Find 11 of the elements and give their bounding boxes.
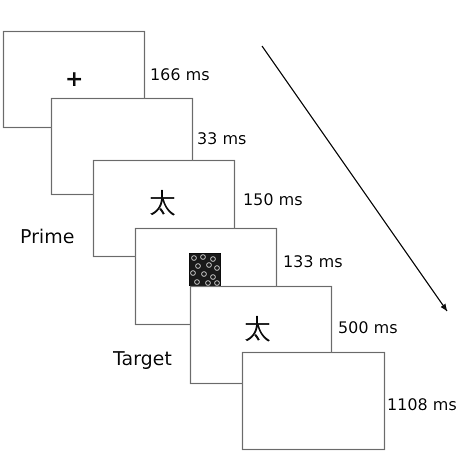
duration-label: 133 ms [283, 254, 343, 270]
duration-label: 500 ms [338, 320, 398, 336]
duration-label: 1108 ms [387, 397, 457, 413]
chinese-character: 太 [244, 316, 271, 343]
phase-label: Prime [20, 228, 74, 247]
duration-label: 150 ms [243, 192, 303, 208]
chinese-character: 太 [149, 190, 176, 217]
duration-label: 166 ms [150, 67, 210, 83]
phase-label: Target [113, 350, 172, 369]
fixation-cross: + [65, 69, 84, 91]
duration-label: 33 ms [197, 131, 246, 147]
